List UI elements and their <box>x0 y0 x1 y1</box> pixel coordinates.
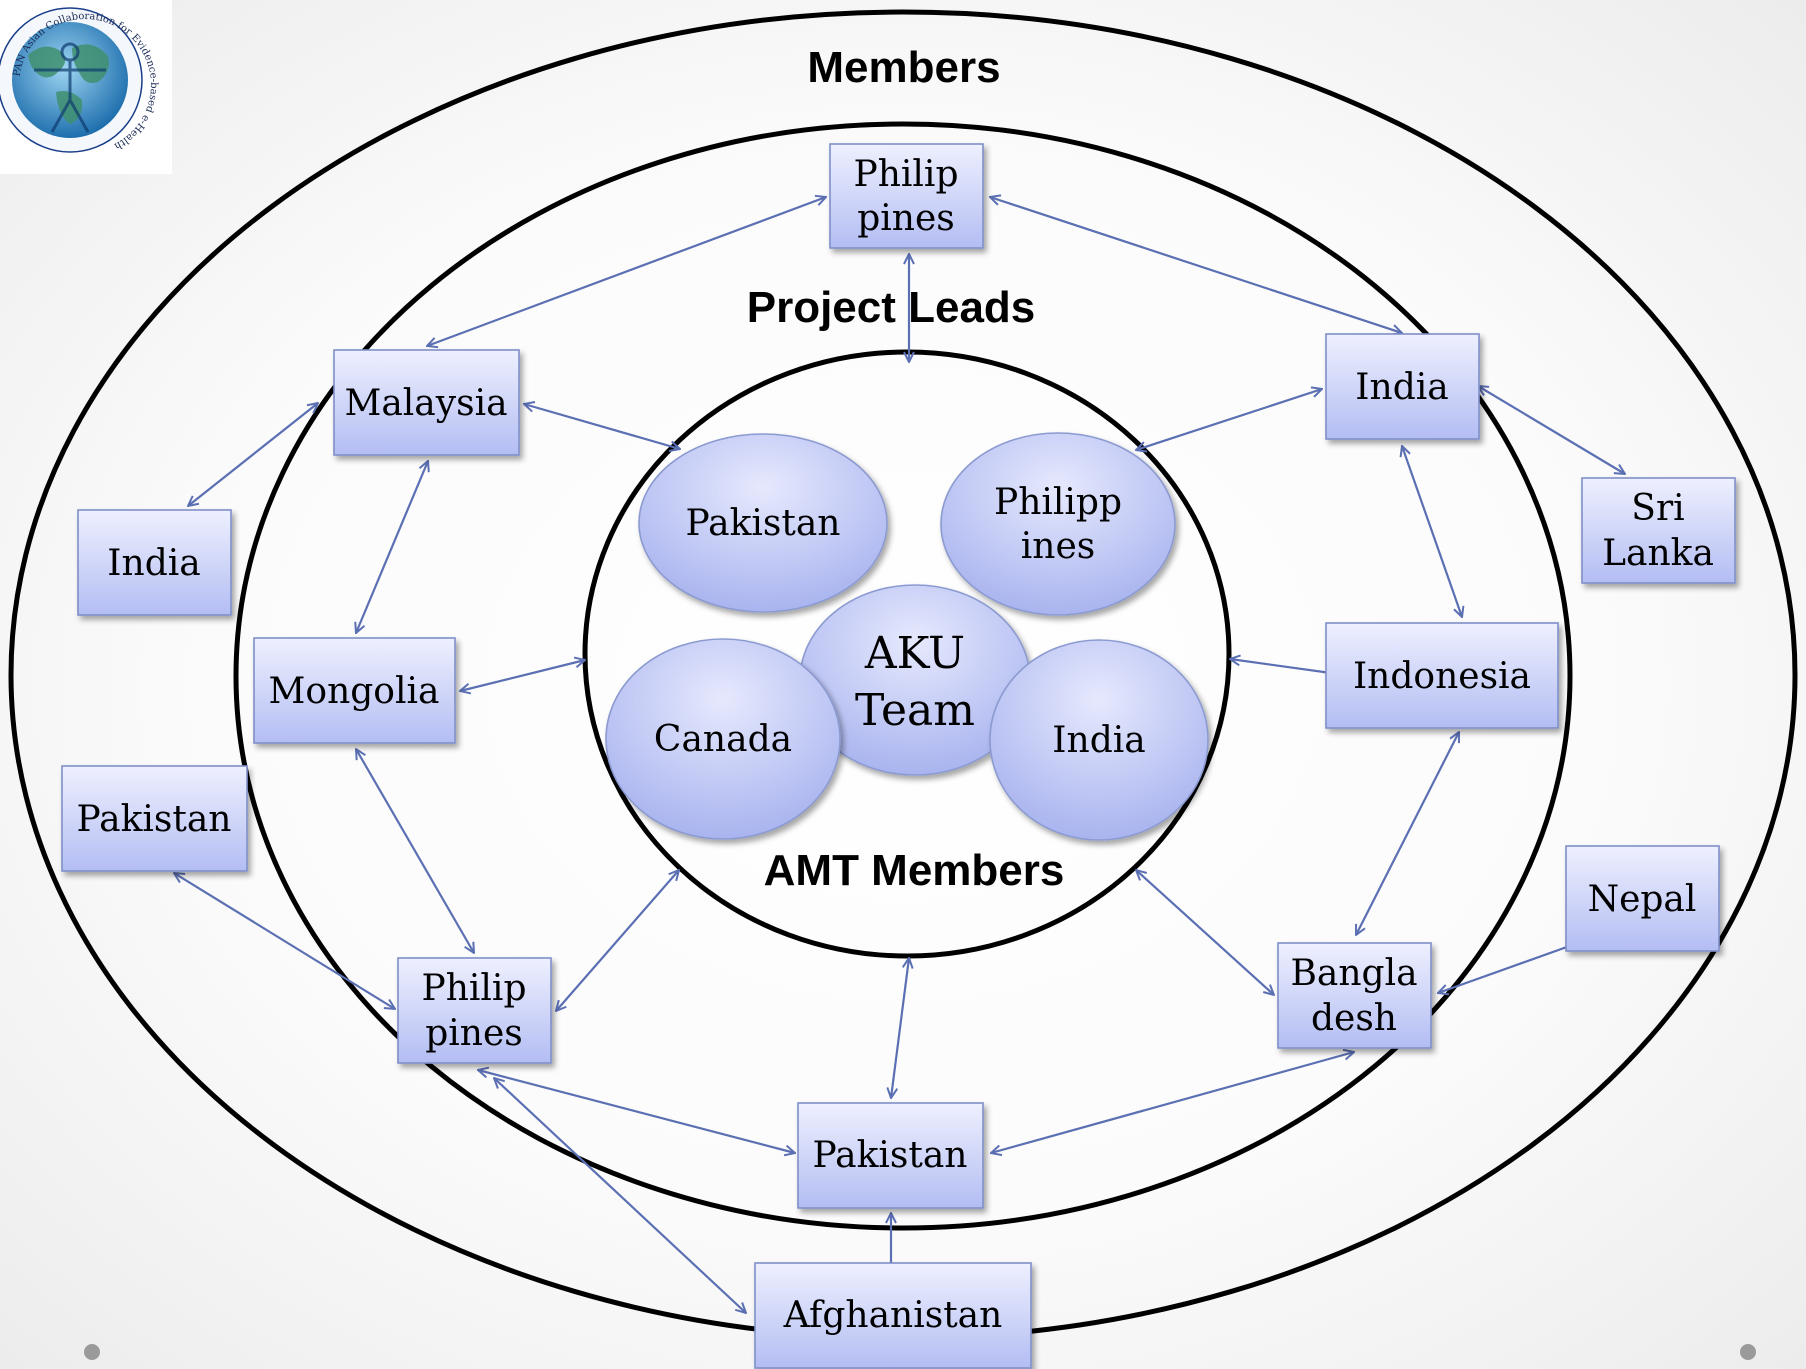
connector <box>990 197 1402 333</box>
lead-mongolia: Mongolia <box>253 637 456 744</box>
lead-india-label: India <box>1355 367 1448 408</box>
connector <box>891 958 909 1098</box>
connector <box>1136 870 1274 995</box>
member-nepal: Nepal <box>1565 845 1720 952</box>
lead-philippines-top-line2: pines <box>857 198 955 239</box>
amt-member-pakistan: Pakistan <box>638 433 888 613</box>
amt-member-canada: Canada <box>605 638 841 840</box>
connector <box>524 404 680 449</box>
project-leads-ring-label: Project Leads <box>747 283 1036 332</box>
connector <box>1136 389 1322 450</box>
member-india: India <box>77 509 232 616</box>
lead-philippines-top-line1: Philip <box>854 154 959 195</box>
member-afghanistan-label: Afghanistan <box>783 1295 1003 1336</box>
member-sri-lanka-line1: Sri <box>1631 488 1684 529</box>
connector <box>478 1070 795 1153</box>
amt-member-philippines: Philipp ines <box>940 432 1176 616</box>
member-afghanistan: Afghanistan <box>754 1262 1032 1369</box>
lead-philippines-bottom-line1: Philip <box>422 968 527 1009</box>
connector <box>356 749 474 953</box>
member-nepal-label: Nepal <box>1588 879 1697 920</box>
amt-member-aku-team-line1: AKU <box>864 628 965 679</box>
slide-dot-right <box>1740 1344 1756 1360</box>
connector <box>427 197 826 346</box>
amt-members-ring-label: AMT Members <box>764 846 1065 895</box>
connector <box>188 403 318 506</box>
amt-member-india-label: India <box>1052 720 1145 761</box>
amt-member-aku-team-line2: Team <box>855 685 975 736</box>
amt-member-india: India <box>989 639 1209 841</box>
connector <box>1356 732 1459 935</box>
connector <box>556 870 679 1011</box>
member-sri-lanka: Sri Lanka <box>1581 477 1736 584</box>
members-ring-label: Members <box>807 43 1000 92</box>
member-pakistan-label: Pakistan <box>77 799 232 840</box>
member-india-label: India <box>107 543 200 584</box>
lead-indonesia: Indonesia <box>1325 622 1559 729</box>
slide-dot-left <box>84 1344 100 1360</box>
lead-bangladesh-line1: Bangla <box>1290 953 1417 994</box>
lead-malaysia: Malaysia <box>333 349 520 456</box>
connector <box>494 1078 746 1313</box>
member-pakistan: Pakistan <box>61 765 248 872</box>
lead-india: India <box>1325 333 1480 440</box>
lead-pakistan: Pakistan <box>797 1102 984 1209</box>
lead-indonesia-label: Indonesia <box>1353 656 1531 697</box>
lead-bangladesh: Bangla desh <box>1277 942 1432 1049</box>
connectors <box>174 197 1625 1313</box>
amt-member-philippines-line1: Philipp <box>994 482 1122 523</box>
project-leads-ring <box>233 121 1573 1231</box>
amt-member-canada-label: Canada <box>654 719 792 760</box>
connector <box>460 660 585 691</box>
connector <box>1402 446 1462 617</box>
lead-philippines-bottom-line2: pines <box>425 1013 523 1054</box>
amt-member-philippines-line2: ines <box>1021 526 1095 567</box>
amt-member-pakistan-label: Pakistan <box>686 503 841 544</box>
lead-mongolia-label: Mongolia <box>269 671 440 712</box>
lead-philippines-top: Philip pines <box>829 143 984 249</box>
lead-bangladesh-line2: desh <box>1311 998 1397 1039</box>
lead-philippines-bottom: Philip pines <box>397 957 552 1064</box>
connector <box>356 461 428 633</box>
connector <box>1478 386 1625 474</box>
member-sri-lanka-line2: Lanka <box>1602 533 1714 574</box>
lead-pakistan-label: Pakistan <box>813 1135 968 1176</box>
connector <box>991 1052 1354 1153</box>
connector <box>174 873 395 1009</box>
globe-logo: PAN Asian Collaboration for Evidence-bas… <box>0 0 172 174</box>
lead-malaysia-label: Malaysia <box>344 383 507 424</box>
connector <box>1230 659 1338 674</box>
